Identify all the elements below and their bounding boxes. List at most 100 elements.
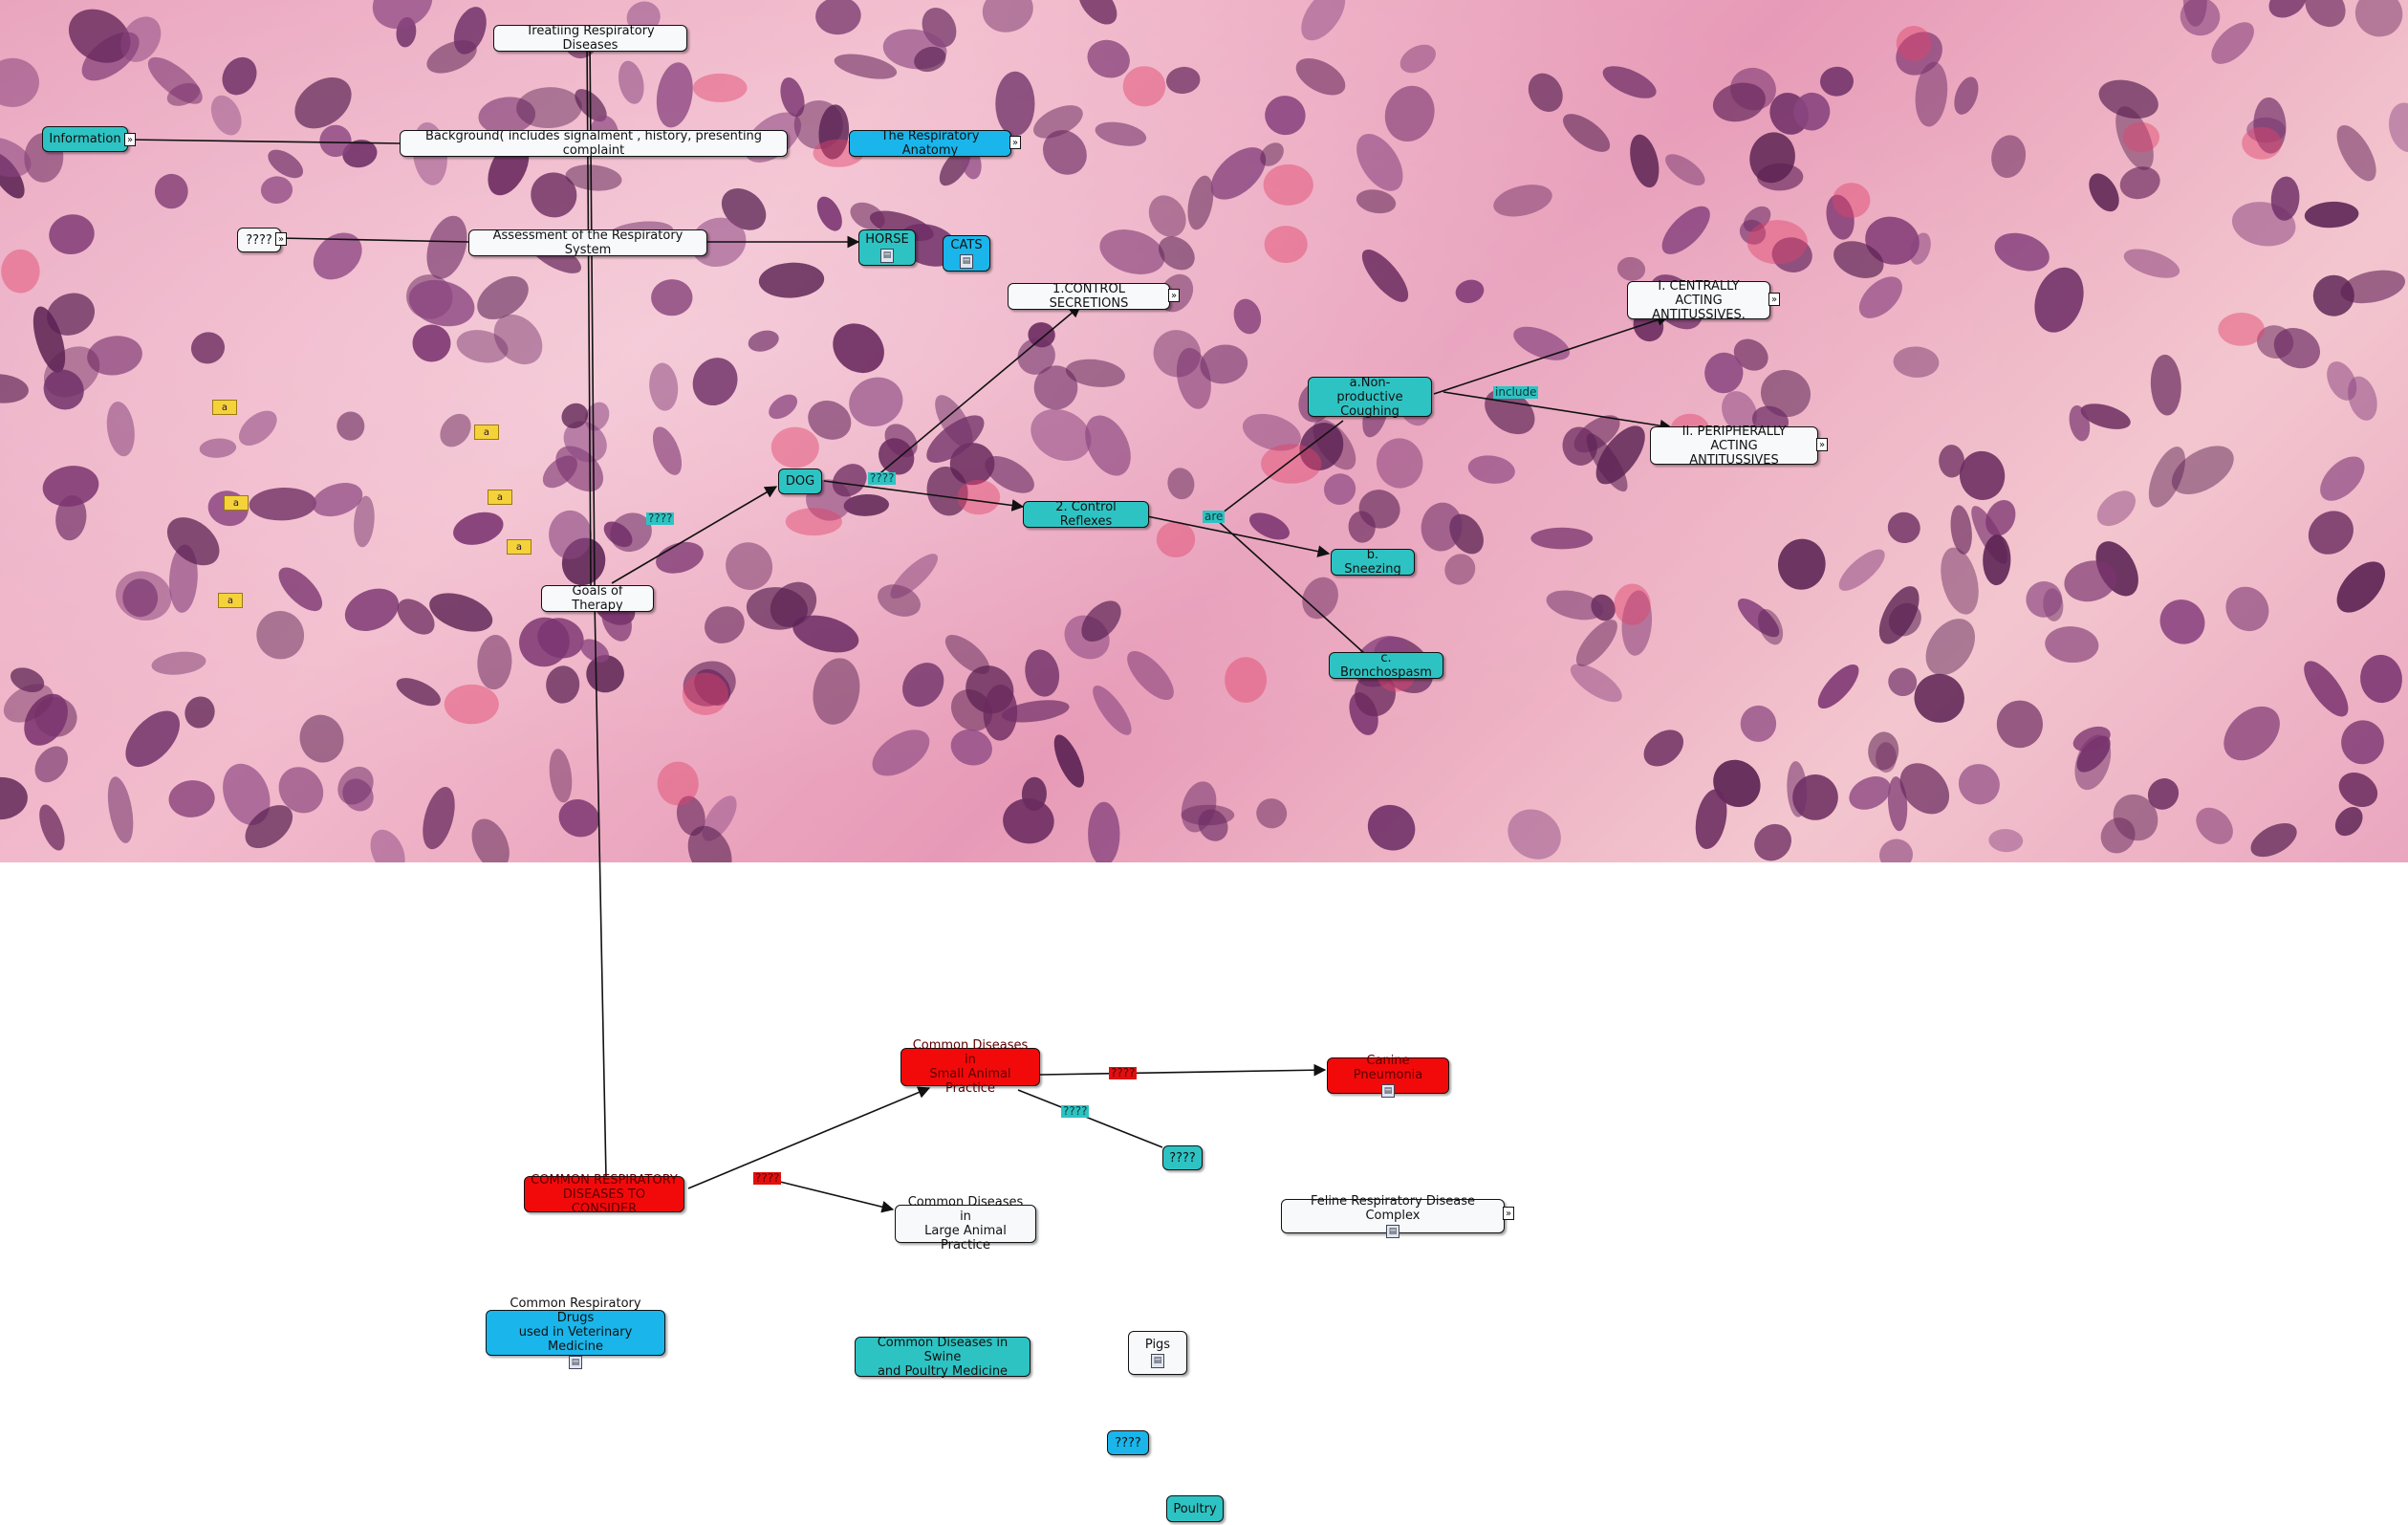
node-pigs[interactable]: Pigs▤	[1128, 1331, 1187, 1375]
node-control-reflexes[interactable]: 2. Control Reflexes	[1023, 500, 1149, 529]
cell-nucleus	[2026, 581, 2063, 618]
node-dog[interactable]: DOG	[778, 468, 822, 494]
document-icon[interactable]: ▤	[880, 249, 894, 263]
cell-nucleus	[1376, 438, 1423, 489]
document-icon[interactable]: ▤	[1386, 1225, 1399, 1238]
cell-nucleus	[879, 438, 915, 475]
annotation-note-icon[interactable]: a	[224, 495, 249, 511]
node-common-small-animal[interactable]: Common Diseases in Small Animal Practice	[900, 1038, 1040, 1096]
node-control-secretions[interactable]: 1.CONTROL SECRETIONS	[1008, 282, 1170, 311]
node-bronchospasm[interactable]: c. Bronchospasm	[1329, 651, 1443, 680]
cell-nucleus	[1095, 121, 1147, 146]
expand-arrows-icon[interactable]: »	[1768, 293, 1780, 306]
node-respiratory-anatomy[interactable]: The Respiratory Anatomy	[849, 129, 1011, 158]
node-goals-of-therapy[interactable]: Goals of Therapy	[541, 584, 654, 613]
cell-nucleus	[1361, 249, 1409, 302]
node-cats[interactable]: CATS▤	[943, 235, 990, 272]
cell-nucleus	[151, 651, 206, 675]
expand-arrows-icon[interactable]: »	[1503, 1207, 1514, 1220]
node-sneezing[interactable]: b. Sneezing	[1331, 548, 1415, 577]
cell-nucleus	[1508, 809, 1561, 860]
annotation-note-icon[interactable]: a	[218, 593, 243, 608]
link-label-are[interactable]: are	[1203, 510, 1226, 523]
document-icon[interactable]: ▤	[1381, 1084, 1395, 1098]
node-background[interactable]: Background( includes signalment , histor…	[400, 129, 788, 158]
link-label-include[interactable]: include	[1493, 385, 1539, 399]
cell-nucleus	[1295, 57, 1346, 96]
cell-nucleus	[1740, 705, 1777, 742]
expand-arrows-icon[interactable]: »	[1816, 438, 1828, 451]
annotation-note-icon[interactable]: a	[507, 539, 531, 555]
cell-nucleus	[397, 599, 435, 635]
cell-nucleus	[815, 0, 861, 35]
cell-nucleus	[1879, 839, 1913, 862]
node-unknown-left[interactable]: ????	[237, 228, 281, 252]
node-horse[interactable]: HORSE▤	[858, 229, 916, 266]
cell-nucleus	[902, 663, 944, 708]
node-feline-complex[interactable]: Feline Respiratory Disease Complex▤	[1281, 1194, 1505, 1238]
cell-nucleus	[1602, 66, 1657, 98]
cell-nucleus	[344, 588, 400, 631]
link-label-dog[interactable]: ????	[868, 471, 897, 485]
cell-nucleus	[268, 149, 304, 179]
cell-nucleus	[1983, 534, 2011, 586]
red-blood-cell	[1122, 66, 1166, 107]
edge-small-canine	[1039, 1063, 1327, 1077]
cell-nucleus	[652, 426, 683, 475]
cell-nucleus	[1704, 352, 1744, 394]
edge-unknown-assessment	[278, 237, 469, 243]
link-label-common-respiratory[interactable]: ????	[753, 1171, 782, 1185]
cell-nucleus	[687, 825, 732, 862]
cell-nucleus	[2338, 773, 2378, 807]
cell-nucleus	[1088, 801, 1120, 862]
cell-nucleus	[2225, 586, 2269, 632]
cell-nucleus	[649, 362, 679, 411]
cell-nucleus	[618, 60, 644, 104]
expand-arrows-icon[interactable]: »	[124, 133, 136, 146]
cell-nucleus	[983, 685, 1018, 741]
cell-nucleus	[651, 279, 693, 316]
node-common-respiratory-diseases[interactable]: COMMON RESPIRATORY DISEASES TO CONSIDER	[524, 1173, 684, 1216]
cell-nucleus	[1754, 823, 1792, 861]
node-centrally-acting[interactable]: I. CENTRALLY ACTING ANTITUSSIVES.	[1627, 279, 1770, 322]
cell-nucleus	[423, 787, 455, 850]
cell-nucleus	[1546, 590, 1603, 621]
expand-arrows-icon[interactable]: »	[275, 232, 287, 246]
link-label-goals[interactable]: ????	[646, 512, 675, 525]
document-icon[interactable]: ▤	[960, 254, 973, 269]
node-non-productive-coughing[interactable]: a.Non- productive Coughing	[1308, 376, 1432, 419]
cell-nucleus	[1695, 789, 1727, 850]
node-treating-respiratory-diseases[interactable]: Treatiing Respiratory Diseases	[493, 24, 687, 53]
node-common-large-animal[interactable]: Common Diseases in Large Animal Practice	[895, 1195, 1036, 1253]
node-unknown-teal[interactable]: ????	[1162, 1145, 1203, 1170]
cell-nucleus	[1833, 241, 1884, 278]
node-swine-poultry[interactable]: Common Diseases in Swine and Poultry Med…	[855, 1336, 1030, 1379]
node-poultry[interactable]: Poultry	[1166, 1495, 1224, 1522]
expand-arrows-icon[interactable]: »	[1009, 136, 1021, 149]
node-information[interactable]: Information	[42, 126, 128, 152]
expand-arrows-icon[interactable]: »	[1168, 289, 1180, 302]
red-blood-cell	[1263, 163, 1313, 206]
document-icon[interactable]: ▤	[1151, 1354, 1164, 1368]
link-label-small-unknown[interactable]: ????	[1061, 1104, 1090, 1118]
document-icon[interactable]: ▤	[569, 1356, 582, 1369]
annotation-note-icon[interactable]: a	[212, 400, 237, 415]
cell-nucleus	[1087, 39, 1130, 78]
link-label-small-canine[interactable]: ????	[1109, 1066, 1138, 1079]
node-respiratory-drugs[interactable]: Common Respiratory Drugs used in Veterin…	[486, 1296, 665, 1369]
cell-nucleus	[223, 763, 271, 825]
cell-nucleus	[531, 172, 577, 218]
node-canine-pneumonia[interactable]: Canine Pneumonia▤	[1327, 1054, 1449, 1098]
edge-goals-dog	[611, 486, 778, 584]
cell-nucleus	[1958, 764, 2000, 805]
cell-nucleus	[1838, 549, 1885, 591]
node-assessment[interactable]: Assessment of the Respiratory System	[468, 229, 707, 257]
annotation-note-icon[interactable]: a	[488, 490, 512, 505]
cell-nucleus	[147, 56, 203, 104]
node-peripherally-acting[interactable]: II. PERIPHERALLY ACTING ANTITUSSIVES	[1650, 425, 1818, 468]
cell-nucleus	[985, 456, 1034, 493]
node-unknown-blue[interactable]: ????	[1107, 1430, 1149, 1455]
annotation-note-icon[interactable]: a	[474, 425, 499, 440]
cell-nucleus	[982, 0, 1033, 33]
edge-information-background	[127, 139, 402, 144]
